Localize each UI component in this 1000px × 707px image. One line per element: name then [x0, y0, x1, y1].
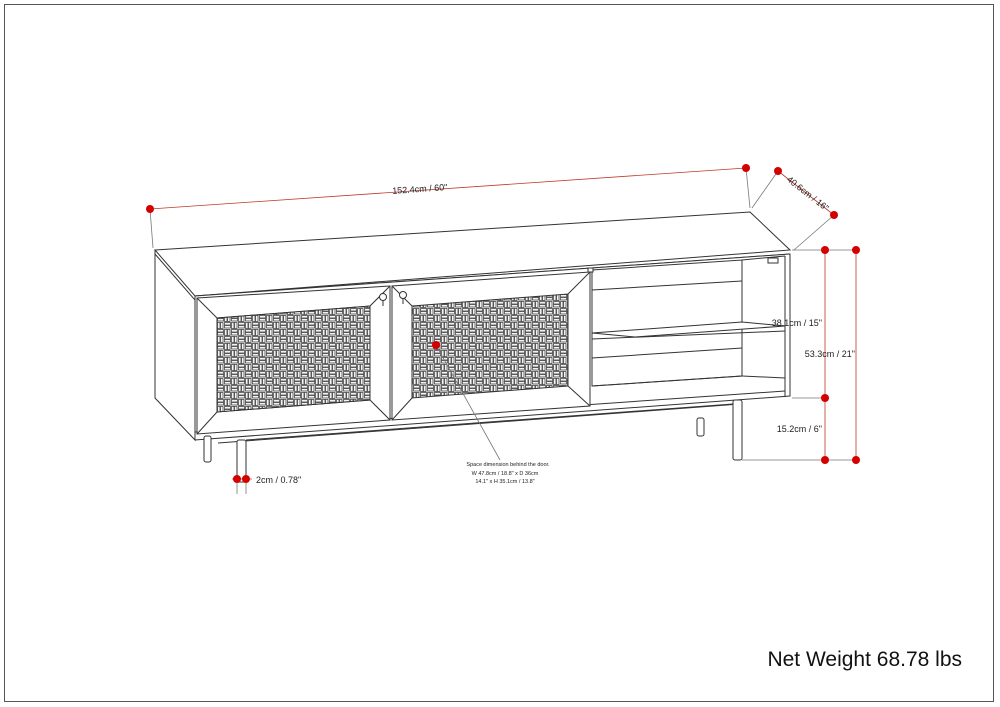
total-height-label: 53.3cm / 21" [805, 349, 855, 359]
interior-note-line-3: 14.1" x H 35.1cm / 13.8" [475, 479, 534, 485]
dimension-lines [149, 167, 857, 494]
middle-shelf [591, 321, 786, 338]
dimension-dots [146, 164, 860, 483]
top-surface [153, 211, 792, 297]
interior-note-line-2: W 47.8cm / 18.8" x D 36cm [472, 471, 539, 477]
open-shelf-compartment [591, 255, 786, 387]
right-door [391, 271, 591, 421]
tv-stand-body [153, 211, 792, 444]
leg-height-label: 15.2cm / 6" [777, 424, 822, 434]
leg-back-left [203, 435, 212, 463]
interior-note-leader [435, 344, 501, 461]
width-dimension-line [149, 167, 747, 210]
net-weight-label: Net Weight 68.78 lbs [767, 648, 962, 671]
interior-height-label: 38.1cm / 15" [772, 318, 822, 328]
left-door-knob [379, 293, 387, 301]
depth-label: 40.6cm / 16" [785, 174, 831, 213]
width-label: 152.4cm / 60" [392, 182, 448, 196]
legs [203, 399, 743, 483]
left-door-weave-panel [216, 305, 371, 413]
leg-diameter-label: 2cm / 0.78" [256, 475, 301, 485]
depth-dimension-line [777, 170, 835, 216]
leg-back-right [696, 417, 705, 437]
interior-note: Space dimension behind the door. W 47.8c… [466, 462, 550, 485]
page-border [4, 4, 994, 702]
left-door [196, 285, 391, 435]
interior-note-line-1: Space dimension behind the door. [466, 462, 550, 468]
right-door-knob [399, 291, 407, 299]
leg-front-left [236, 439, 247, 483]
leg-front-right [732, 399, 743, 461]
